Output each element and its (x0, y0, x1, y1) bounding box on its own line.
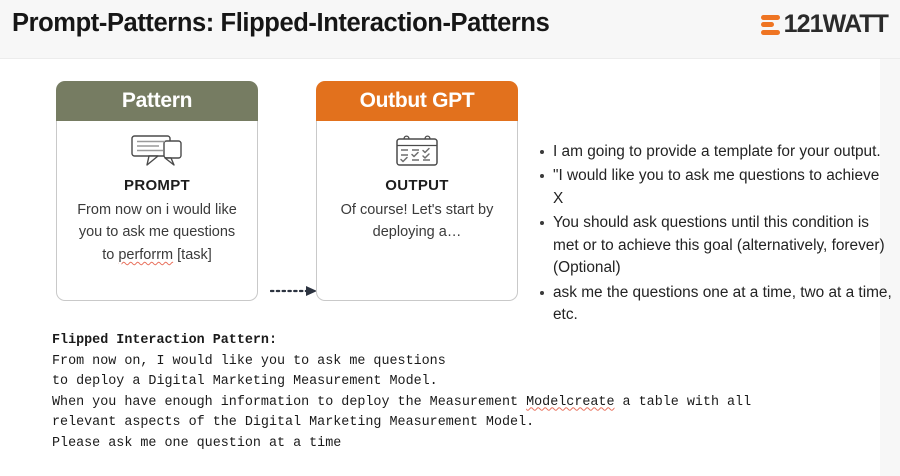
list-item: "I would like you to ask me questions to… (540, 165, 893, 210)
code-line-5: Please ask me one question at a time (52, 435, 342, 451)
card-pattern-text: From now on i would like you to ask me q… (77, 199, 237, 266)
slide-header: Prompt-Patterns: Flipped-Interaction-Pat… (0, 0, 900, 59)
card-output: Outbut GPT (316, 81, 518, 301)
code-line-3a: When you have enough information to depl… (52, 394, 527, 410)
card-pattern-text-after: [task] (173, 246, 212, 263)
code-line-3b: a table with all (614, 394, 752, 410)
prompt-code-block: Flipped Interaction Pattern: From now on… (52, 331, 751, 454)
list-item: You should ask questions until this cond… (540, 212, 893, 279)
slide-body: Pattern PROMPT From now on i would like … (0, 59, 892, 476)
card-output-label: OUTPUT (385, 177, 449, 194)
card-pattern-body: PROMPT From now on i would like you to a… (56, 121, 258, 301)
code-line-1: From now on, I would like you to ask me … (52, 353, 446, 369)
brand-logo: 121WATT (760, 10, 889, 38)
card-pattern-label: PROMPT (124, 177, 190, 194)
code-title: Flipped Interaction Pattern: (52, 333, 277, 348)
page-title: Prompt-Patterns: Flipped-Interaction-Pat… (12, 9, 550, 37)
three-bars-icon (760, 14, 780, 35)
dotted-arrow-right-icon (269, 284, 318, 298)
list-item: ask me the questions one at a time, two … (540, 282, 893, 327)
card-pattern-text-before: From now on i would like you to ask me q… (77, 202, 237, 263)
logo-text: 121WATT (783, 10, 889, 38)
bullet-list: I am going to provide a template for you… (536, 141, 893, 329)
card-pattern: Pattern PROMPT From now on i would like … (56, 81, 258, 301)
card-output-header: Outbut GPT (316, 81, 518, 121)
card-pattern-header: Pattern (56, 81, 258, 121)
code-line-3-typo: Modelcreate (526, 394, 615, 410)
code-line-4: relevant aspects of the Digital Marketin… (52, 415, 535, 430)
speech-bubble-icon (131, 135, 183, 169)
code-line-2: to deploy a Digital Marketing Measuremen… (52, 374, 438, 389)
list-item: I am going to provide a template for you… (540, 141, 893, 163)
checklist-calendar-icon (395, 135, 439, 169)
card-output-body: OUTPUT Of course! Let's start by deployi… (316, 121, 518, 301)
card-pattern-text-typo: perforrm (118, 246, 174, 263)
card-output-text: Of course! Let's start by deploying a… (340, 202, 494, 241)
